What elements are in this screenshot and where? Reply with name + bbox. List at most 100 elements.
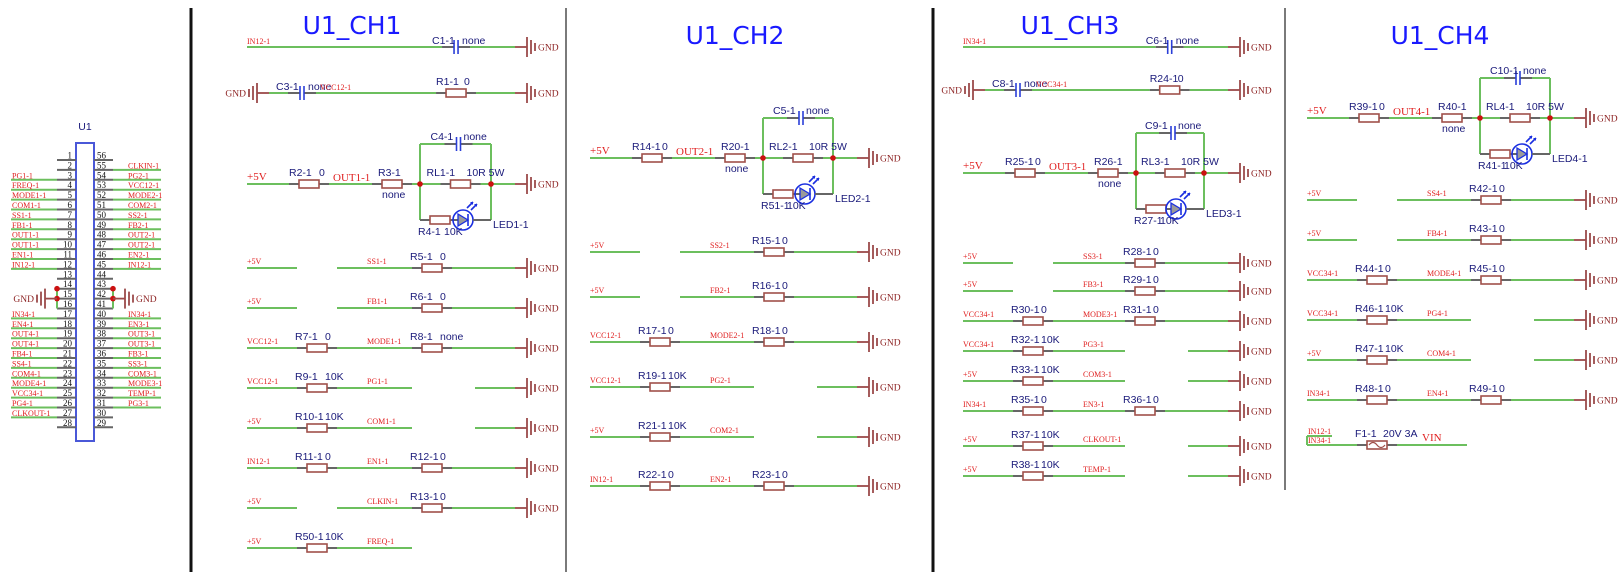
- input-capacitor[interactable]: [442, 40, 471, 54]
- ic-pin-right[interactable]: 30: [94, 408, 113, 419]
- decoupling-capacitor[interactable]: [288, 86, 316, 100]
- resistor[interactable]: [754, 337, 794, 347]
- resistor[interactable]: [1125, 406, 1165, 416]
- resistor[interactable]: [372, 179, 412, 189]
- resistor[interactable]: [1349, 113, 1389, 123]
- resistor[interactable]: [632, 153, 672, 163]
- resistor[interactable]: [1013, 346, 1053, 356]
- ic-pin-left[interactable]: 28: [57, 418, 76, 429]
- resistor[interactable]: [289, 179, 329, 189]
- load-resistor[interactable]: [1155, 168, 1195, 178]
- ic-pin-right[interactable]: 29: [94, 418, 113, 429]
- resistor[interactable]: [640, 481, 680, 491]
- resistor[interactable]: [1013, 316, 1053, 326]
- resistor[interactable]: [436, 88, 477, 98]
- resistor[interactable]: [297, 343, 337, 353]
- resistor[interactable]: [754, 292, 794, 302]
- resistor[interactable]: [640, 432, 680, 442]
- resistor[interactable]: [754, 247, 794, 257]
- resistor[interactable]: [412, 263, 452, 273]
- resistor[interactable]: [297, 463, 337, 473]
- resistor[interactable]: [715, 153, 755, 163]
- resistor[interactable]: [640, 382, 680, 392]
- resistor[interactable]: [1149, 85, 1190, 95]
- resistor[interactable]: [412, 343, 452, 353]
- resistor[interactable]: [1088, 168, 1128, 178]
- resistor[interactable]: [1471, 395, 1511, 405]
- capacitor[interactable]: [1504, 71, 1532, 85]
- ic-pin-right[interactable]: 56: [94, 151, 113, 161]
- resistor[interactable]: [1432, 113, 1472, 123]
- resistor[interactable]: [1357, 275, 1397, 285]
- resistor[interactable]: [1013, 441, 1053, 451]
- ic-pin-left[interactable]: 2: [57, 160, 76, 171]
- load-resistor[interactable]: [783, 153, 823, 163]
- resistor[interactable]: [1013, 406, 1053, 416]
- resistor[interactable]: [1471, 275, 1511, 285]
- fuse[interactable]: [1357, 440, 1397, 450]
- decoupling-capacitor[interactable]: [1004, 83, 1032, 97]
- resistor[interactable]: [1471, 235, 1511, 245]
- resistor[interactable]: [412, 503, 452, 513]
- resistor[interactable]: [1005, 168, 1045, 178]
- input-capacitor[interactable]: [1155, 40, 1184, 54]
- ic-u1[interactable]: U1123PG1-14FREQ-15MODE1-16COM1-17SS1-18F…: [11, 121, 162, 442]
- capacitor[interactable]: [444, 137, 473, 151]
- resistor[interactable]: [1013, 471, 1053, 481]
- load-resistor[interactable]: [440, 179, 481, 189]
- resistor[interactable]: [412, 303, 452, 313]
- resistor[interactable]: [297, 543, 337, 553]
- load-resistor[interactable]: [1500, 113, 1540, 123]
- resistor[interactable]: [1357, 395, 1397, 405]
- ic-pin-right[interactable]: 41: [94, 299, 113, 310]
- resistor[interactable]: [297, 383, 337, 393]
- resistor[interactable]: [1471, 195, 1511, 205]
- resistor[interactable]: [1125, 286, 1165, 296]
- ic-pin-left[interactable]: 13: [57, 269, 76, 280]
- capacitor[interactable]: [1159, 126, 1187, 140]
- resistor[interactable]: [297, 423, 337, 433]
- ic-pin-right[interactable]: 44: [94, 269, 113, 280]
- resistor[interactable]: [1125, 316, 1165, 326]
- resistor[interactable]: [640, 337, 680, 347]
- resistor[interactable]: [1357, 315, 1397, 325]
- resistor[interactable]: [1013, 376, 1053, 386]
- ic-pin-right[interactable]: 43: [94, 279, 113, 290]
- ic-pin-left[interactable]: 16: [57, 299, 76, 310]
- ic-pin-right[interactable]: 42: [94, 289, 113, 300]
